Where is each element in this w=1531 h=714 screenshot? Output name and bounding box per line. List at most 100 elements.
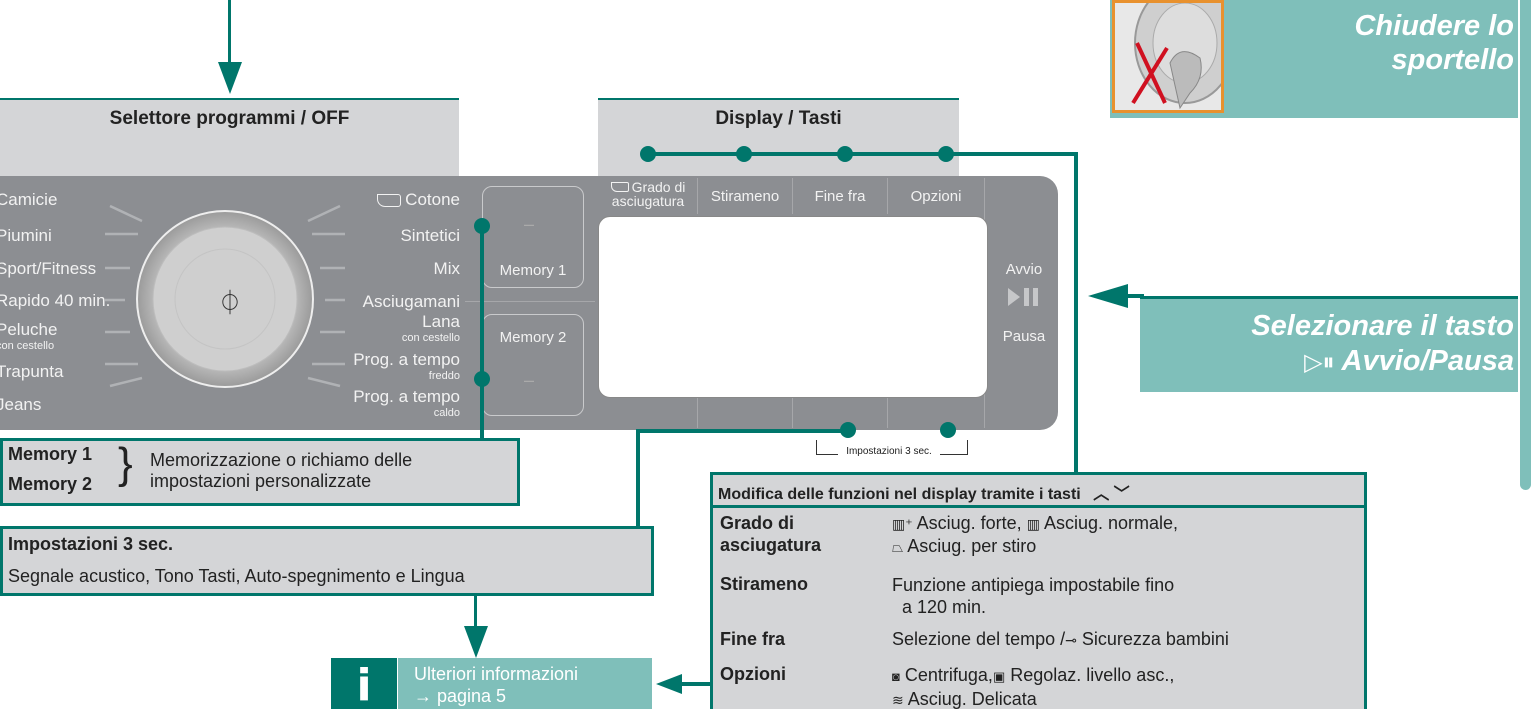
memory-1-dash: – <box>524 214 535 234</box>
delicate-icon: ≋ <box>892 692 904 708</box>
impostazioni-label: Impostazioni 3 sec. <box>838 446 940 457</box>
button-divider-5 <box>697 398 698 428</box>
display-screen <box>598 216 988 398</box>
info-text-2: → pagina 5 <box>414 686 507 706</box>
fn-fine-fra-name: Fine fra <box>720 629 786 649</box>
fine-fra-button[interactable]: Fine fra <box>814 188 866 205</box>
dot-fine-fra <box>837 146 853 162</box>
program-mix[interactable]: Mix <box>433 259 460 278</box>
grado-icon <box>610 182 629 192</box>
avvio-label: Avvio <box>1005 261 1043 278</box>
memory-1-label: Memory 1 <box>499 262 567 279</box>
memory-box-label-1: Memory 1 <box>8 444 93 464</box>
fn-opzioni-desc-1b: Regolaz. livello asc., <box>1010 665 1175 685</box>
button-divider-6 <box>792 398 793 428</box>
fn-opzioni-desc-1: Centrifuga, <box>904 665 993 685</box>
impostazioni-line-v <box>636 429 640 529</box>
dot-stirameno <box>736 146 752 162</box>
program-piumini[interactable]: Piumini <box>0 226 52 245</box>
memory-2-label: Memory 2 <box>499 329 567 346</box>
fn-opzioni-desc: ◙ Centrifuga,▣ Regolaz. livello asc., ≋ … <box>892 664 1174 711</box>
info-text-1: Ulteriori informazioni <box>414 664 579 684</box>
dot-grado <box>640 146 656 162</box>
settings-box <box>0 526 654 596</box>
program-freddo-sub: freddo <box>428 370 460 382</box>
memory-connector-line <box>480 226 484 440</box>
display-header-box: Display / Tasti <box>598 98 959 176</box>
program-jeans[interactable]: Jeans <box>0 395 42 414</box>
fn-grado-desc-1: Asciug. forte, <box>916 513 1027 533</box>
info-arrow-icon <box>464 626 488 658</box>
dot-memory-1 <box>474 218 490 234</box>
fn-stirameno-name: Stirameno <box>720 574 809 594</box>
program-knob[interactable] <box>100 186 350 422</box>
select-start-text-1: Selezionare il tasto <box>1251 310 1514 342</box>
dot-memory-2 <box>474 371 490 387</box>
functions-table <box>710 508 1367 709</box>
dot-impostazioni-2 <box>940 422 956 438</box>
program-tempo-caldo[interactable]: Prog. a tempo <box>353 387 460 406</box>
program-tempo-freddo[interactable]: Prog. a tempo <box>353 350 460 369</box>
settings-title: Impostazioni 3 sec. <box>8 534 174 554</box>
start-arrow-icon <box>1088 284 1144 308</box>
spin-icon: ◙ <box>892 669 900 684</box>
memory-box-label-2: Memory 2 <box>8 474 93 494</box>
close-door-image <box>1112 0 1224 113</box>
iron-icon: ⏢ <box>892 539 904 555</box>
functions-title-text: Modifica delle funzioni nel display tram… <box>718 486 1081 503</box>
program-caldo-sub: caldo <box>433 407 460 419</box>
cotone-icon <box>377 194 402 208</box>
program-camicie[interactable]: Camicie <box>0 190 58 209</box>
button-divider-1 <box>697 178 698 214</box>
fn-grado-desc-2: Asciug. per stiro <box>907 536 1037 556</box>
dry-normal-icon: ▥ <box>1026 516 1040 532</box>
fn-opzioni-desc-2: Asciug. Delicata <box>907 689 1037 709</box>
fn-stirameno-desc-1: Funzione antipiega impostabile fino <box>892 575 1175 595</box>
display-dots-line <box>648 152 1078 156</box>
right-edge-tab <box>1520 0 1531 490</box>
opzioni-button[interactable]: Opzioni <box>910 188 962 205</box>
fn-fine-fra-desc-1b: Sicurezza bambini <box>1081 629 1229 649</box>
info-icon: i <box>331 658 397 711</box>
display-right-line <box>1074 152 1078 474</box>
start-pause-icon: ▷⏸ <box>1304 349 1335 376</box>
fn-grado-desc-1b: Asciug. normale, <box>1043 513 1179 533</box>
memory-box <box>0 438 520 506</box>
dot-impostazioni-1 <box>840 422 856 438</box>
grado-label: Grado di asciugatura <box>611 179 686 209</box>
pausa-label: Pausa <box>1002 328 1046 345</box>
dry-strong-icon: ▥⁺ <box>892 516 913 532</box>
functions-title-box <box>710 472 1367 508</box>
program-trapunta[interactable]: Trapunta <box>0 362 64 381</box>
stirameno-button[interactable]: Stirameno <box>710 188 780 205</box>
arrow-line <box>228 0 231 70</box>
program-lana-sub: con cestello <box>401 332 460 344</box>
select-start-label: Avvio/Pausa <box>1341 345 1514 377</box>
level-icon: ▣ <box>992 669 1006 684</box>
arrow-down-icon <box>218 62 242 94</box>
grado-button[interactable]: Grado di asciugatura <box>600 180 696 216</box>
memory-brace: } <box>118 439 133 488</box>
button-divider-7 <box>887 398 888 428</box>
program-peluche[interactable]: Peluche <box>0 320 58 339</box>
program-cotone[interactable]: Cotone <box>372 190 460 210</box>
selector-header: Selettore programmi / OFF <box>109 108 350 129</box>
fn-opzioni-name: Opzioni <box>720 664 786 684</box>
program-rapido[interactable]: Rapido 40 min. <box>0 291 111 310</box>
program-asciugamani[interactable]: Asciugamani <box>362 292 460 311</box>
program-sport-fitness[interactable]: Sport/Fitness <box>0 259 97 278</box>
power-icon: ⏀ <box>218 290 242 317</box>
fn-stirameno-desc-2: a 120 min. <box>902 597 987 617</box>
program-lana[interactable]: Lana <box>422 312 460 331</box>
button-divider-3 <box>887 178 888 214</box>
display-header: Display / Tasti <box>715 108 842 129</box>
key-icon: ⊸ <box>1065 632 1077 648</box>
close-door-text-2: sportello <box>1391 44 1514 76</box>
program-sintetici[interactable]: Sintetici <box>400 226 460 245</box>
info-left-arrow-icon <box>656 674 712 694</box>
program-peluche-sub: con cestello <box>0 340 55 352</box>
fn-grado-name: Grado di asciugatura <box>720 513 822 555</box>
impostazioni-line-h <box>636 429 848 433</box>
cotone-label: Cotone <box>405 190 460 209</box>
play-pause-icon[interactable] <box>1004 286 1044 308</box>
